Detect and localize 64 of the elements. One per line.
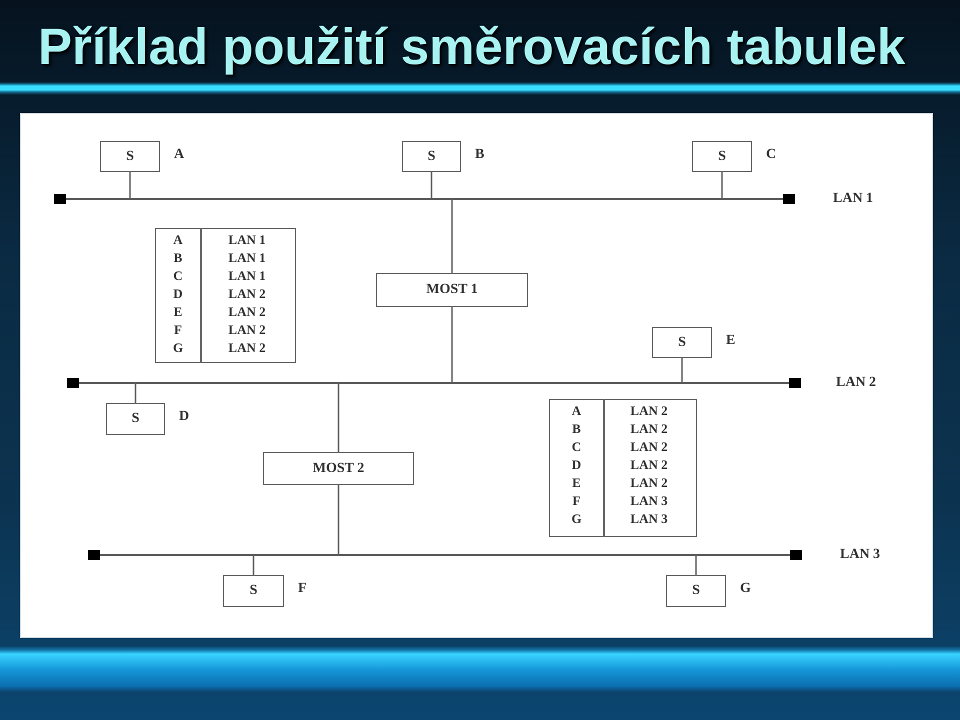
station-letter: D	[179, 409, 190, 425]
network-name: LAN 2	[630, 421, 668, 437]
network-name: LAN 2	[228, 286, 266, 302]
connector-line	[338, 384, 340, 452]
station-box: S	[402, 141, 461, 172]
station-box: S	[666, 575, 726, 607]
bridge-box: MOST 1	[376, 273, 528, 307]
network-name: LAN 3	[630, 493, 668, 509]
network-name: LAN 1	[228, 268, 266, 284]
connector-line	[252, 556, 254, 575]
network-name: LAN 2	[630, 403, 668, 419]
network-name: LAN 2	[228, 322, 266, 338]
connector-line	[695, 556, 697, 575]
routing-table	[155, 228, 296, 363]
network-name: LAN 3	[630, 511, 668, 527]
connector-line	[129, 172, 131, 198]
station-name: B	[174, 250, 182, 266]
network-name: LAN 2	[630, 457, 668, 473]
network-name: LAN 1	[228, 250, 266, 266]
station-box: S	[692, 141, 752, 172]
station-box: S	[652, 327, 712, 358]
connector-line	[134, 384, 136, 403]
connector-line	[681, 358, 683, 382]
station-name: C	[572, 439, 582, 455]
station-box: S	[223, 575, 284, 607]
network-name: LAN 1	[228, 232, 266, 248]
station-letter: E	[726, 332, 736, 348]
station-name: A	[572, 403, 582, 419]
bus-line	[100, 554, 790, 556]
slide-title: Příklad použití směrovacích tabulek	[38, 17, 906, 77]
connector-line	[430, 172, 432, 198]
network-name: LAN 2	[228, 340, 266, 356]
bus-line	[79, 382, 789, 384]
station-letter: C	[766, 146, 776, 162]
station-name: D	[572, 457, 582, 473]
station-name: F	[174, 322, 182, 338]
connector-line	[451, 307, 453, 382]
station-box: S	[106, 403, 165, 435]
station-name: G	[571, 511, 582, 527]
network-name: LAN 2	[228, 304, 266, 320]
station-letter: F	[298, 581, 307, 597]
station-letter: B	[475, 146, 484, 162]
station-box: S	[100, 141, 160, 172]
station-name: D	[173, 286, 183, 302]
station-name: E	[572, 475, 581, 491]
station-name: G	[172, 340, 184, 356]
network-label: LAN 2	[836, 375, 876, 391]
station-name: C	[173, 268, 183, 284]
network-name: LAN 2	[630, 439, 668, 455]
network-label: LAN 3	[840, 547, 880, 563]
connector-line	[721, 172, 723, 198]
station-name: E	[174, 304, 182, 320]
network-label: LAN 1	[833, 191, 874, 207]
station-name: B	[572, 421, 581, 437]
bridge-box: MOST 2	[263, 452, 414, 485]
station-letter: A	[174, 146, 184, 162]
bus-line	[66, 198, 783, 200]
station-name: F	[572, 493, 580, 509]
connector-line	[451, 200, 453, 273]
network-name: LAN 2	[630, 475, 668, 491]
connector-line	[338, 485, 340, 554]
station-letter: G	[740, 581, 751, 597]
station-name: A	[173, 232, 183, 248]
routing-table	[549, 399, 697, 537]
